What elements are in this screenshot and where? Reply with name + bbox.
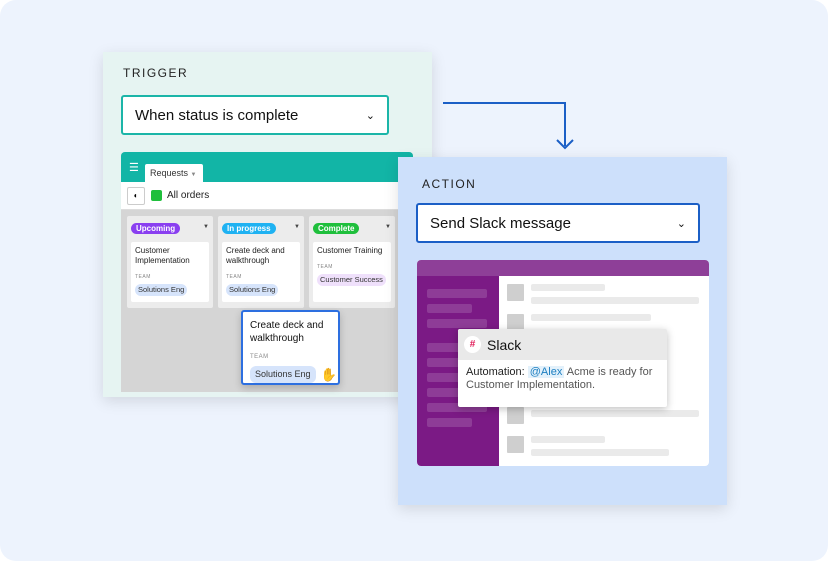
caret-icon[interactable]: ▼ [385, 224, 391, 230]
sidebar-toggle-icon[interactable]: ◐ [127, 187, 145, 205]
kanban-board: ☰ Requests ▼ ◐ All orders Upcoming ▼ Cust… [121, 152, 413, 392]
team-chip: Solutions Eng [250, 366, 316, 383]
trigger-dropdown[interactable]: When status is complete ⌄ [121, 95, 389, 135]
action-dropdown-value: Send Slack message [430, 214, 571, 232]
chevron-down-icon: ⌄ [365, 109, 375, 122]
caret-icon[interactable]: ▼ [294, 224, 300, 230]
card-title: Create deck and walkthrough [250, 320, 324, 344]
dragging-card[interactable]: Create deck and walkthrough TEAM Solutio… [241, 310, 340, 385]
menu-icon[interactable]: ☰ [129, 162, 139, 174]
board-header: ☰ Requests ▼ [121, 152, 413, 182]
tab-requests[interactable]: Requests ▼ [145, 164, 203, 182]
slack-titlebar [417, 260, 709, 276]
view-name[interactable]: All orders [167, 190, 210, 201]
status-badge: Complete [313, 223, 360, 234]
trigger-label: TRIGGER [123, 66, 189, 80]
app-name: Slack [487, 336, 522, 353]
column-in-progress: In progress ▼ Create deck and walkthrough… [218, 216, 304, 308]
board-toolbar: ◐ All orders [121, 182, 413, 210]
action-dropdown[interactable]: Send Slack message ⌄ [416, 203, 700, 243]
status-badge: Upcoming [131, 223, 181, 234]
trigger-dropdown-value: When status is complete [135, 106, 299, 124]
slack-logo-icon: # [464, 336, 481, 353]
mention[interactable]: @Alex [527, 366, 565, 378]
notification-body: Automation: @Alex Acme is ready for Cust… [466, 366, 653, 391]
grab-cursor-icon: ✋ [320, 367, 337, 382]
notification-header: # Slack [458, 329, 667, 360]
kanban-icon [151, 190, 162, 201]
chevron-down-icon: ⌄ [676, 217, 686, 230]
slack-notification[interactable]: # Slack Automation: @Alex Acme is ready … [458, 329, 667, 407]
action-label: ACTION [422, 177, 477, 191]
caret-icon[interactable]: ▼ [203, 224, 209, 230]
flow-arrow-icon [443, 102, 574, 150]
status-badge: In progress [222, 223, 276, 234]
